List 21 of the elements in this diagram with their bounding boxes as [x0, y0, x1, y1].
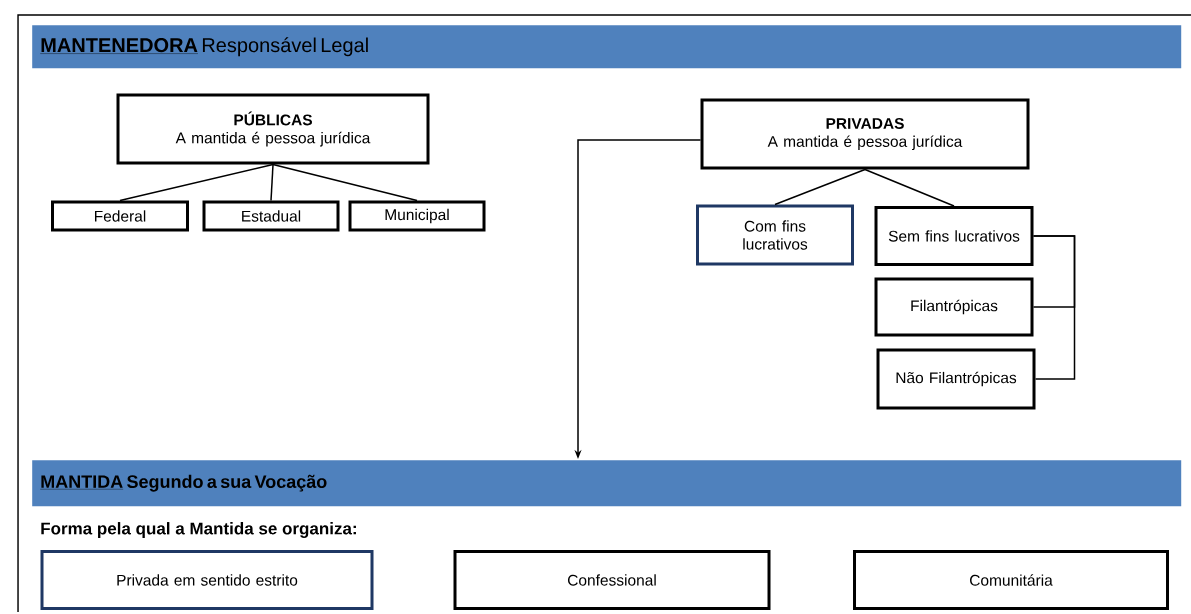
category-box: PRIVADAS A mantida é pessoa jurídica: [700, 98, 1030, 170]
category-box: Estadual: [202, 200, 340, 232]
category-box: Confessional: [453, 550, 771, 610]
connector-line: [272, 163, 418, 202]
category-box: Sem fins lucrativos: [874, 206, 1034, 266]
connector-line: [864, 168, 955, 207]
category-box: PÚBLICAS A mantida é pessoa jurídica: [116, 93, 430, 165]
category-box: Privada em sentido estrito: [40, 550, 374, 610]
category-box: Federal: [51, 200, 189, 232]
category-box: Com fins lucrativos: [696, 204, 854, 266]
connector-line: [1032, 235, 1076, 380]
section-band: MANTENEDORA Responsável Legal: [32, 25, 1182, 69]
connector-line: [270, 163, 274, 202]
category-box: Comunitária: [853, 550, 1169, 610]
category-box: Filantrópicas: [874, 277, 1034, 337]
section-note: Forma pela qual a Mantida se organiza:: [41, 522, 356, 538]
category-box: Municipal: [348, 200, 486, 232]
section-band: MANTIDA Segundo a sua Vocação: [32, 460, 1182, 507]
connector-line: [774, 168, 866, 206]
connector-line: [119, 163, 274, 202]
category-box: Não Filantrópicas: [876, 348, 1036, 410]
